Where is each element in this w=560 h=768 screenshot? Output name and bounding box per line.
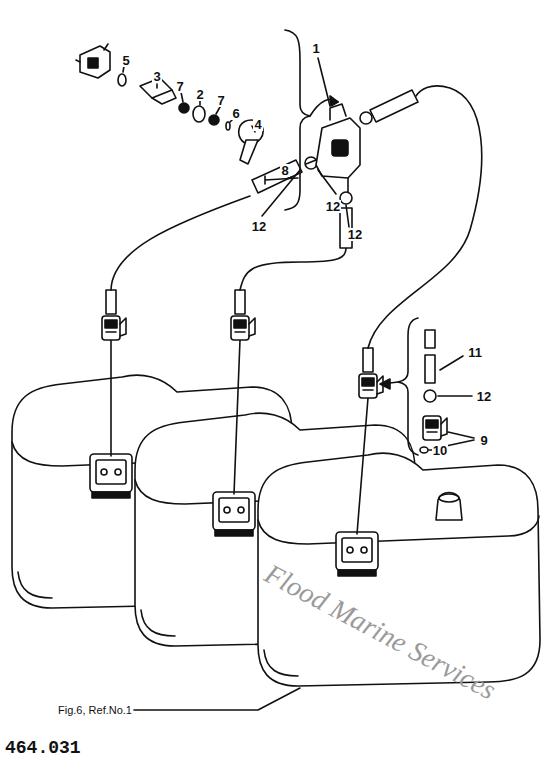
callout-number: 7 [216,94,225,107]
callout-number: 8 [280,164,289,177]
callout-number: 7 [175,80,184,93]
callout-number: 9 [479,434,488,447]
callout-number: 12 [476,390,492,403]
callout-number: 12 [347,228,363,241]
callout-number: 12 [325,200,341,213]
drawing-number: 464.031 [4,739,82,757]
callout-number: 11 [467,346,483,359]
callout-number: 1 [311,42,320,55]
callout-number: 10 [432,444,448,457]
callout-number: 2 [195,88,204,101]
figure-reference: Fig.6, Ref.No.1 [57,705,133,716]
callout-number: 5 [121,54,130,67]
callout-number: 3 [152,70,161,83]
callout-number: 6 [231,107,240,120]
callout-number: 12 [251,220,267,233]
callout-number: 4 [253,118,262,131]
